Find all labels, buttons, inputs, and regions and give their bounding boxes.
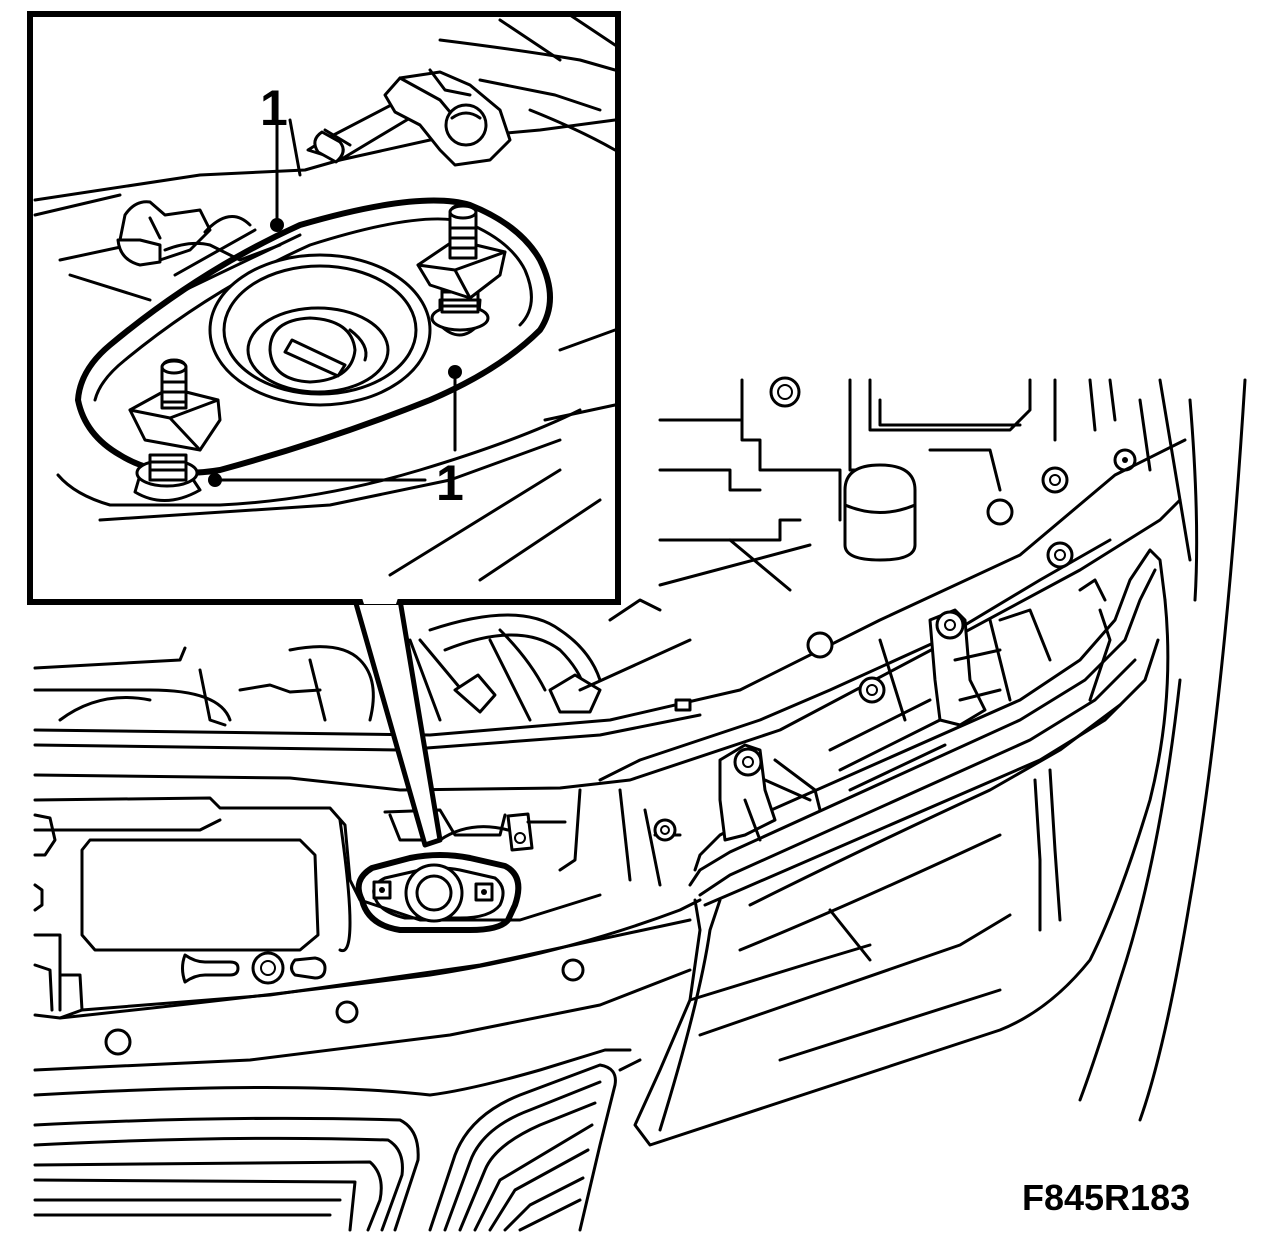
figure-code: F845R183 [1022,1177,1190,1218]
inset-pointer [352,597,443,848]
front-cross-member [33,438,1187,792]
mounting-flange [75,197,553,476]
stud-lower-left [128,358,222,502]
callout-leaders [208,123,462,487]
callout-label-top: 1 [260,80,288,136]
callout-label-right: 1 [436,455,464,511]
hoses-and-cables [33,598,692,727]
car-front-illustration [33,376,1247,1232]
headlamp-unit [633,548,1170,1147]
headlamp-mount-bracket [355,808,567,933]
front-grille [33,1048,642,1232]
stud-upper-right [416,203,507,337]
inset-background [33,13,617,582]
engine-bay-components [658,376,1192,592]
detail-inset: 1 1 1 [27,11,621,848]
wing-panel [1078,378,1247,1122]
lower-body-panel [33,788,702,1072]
